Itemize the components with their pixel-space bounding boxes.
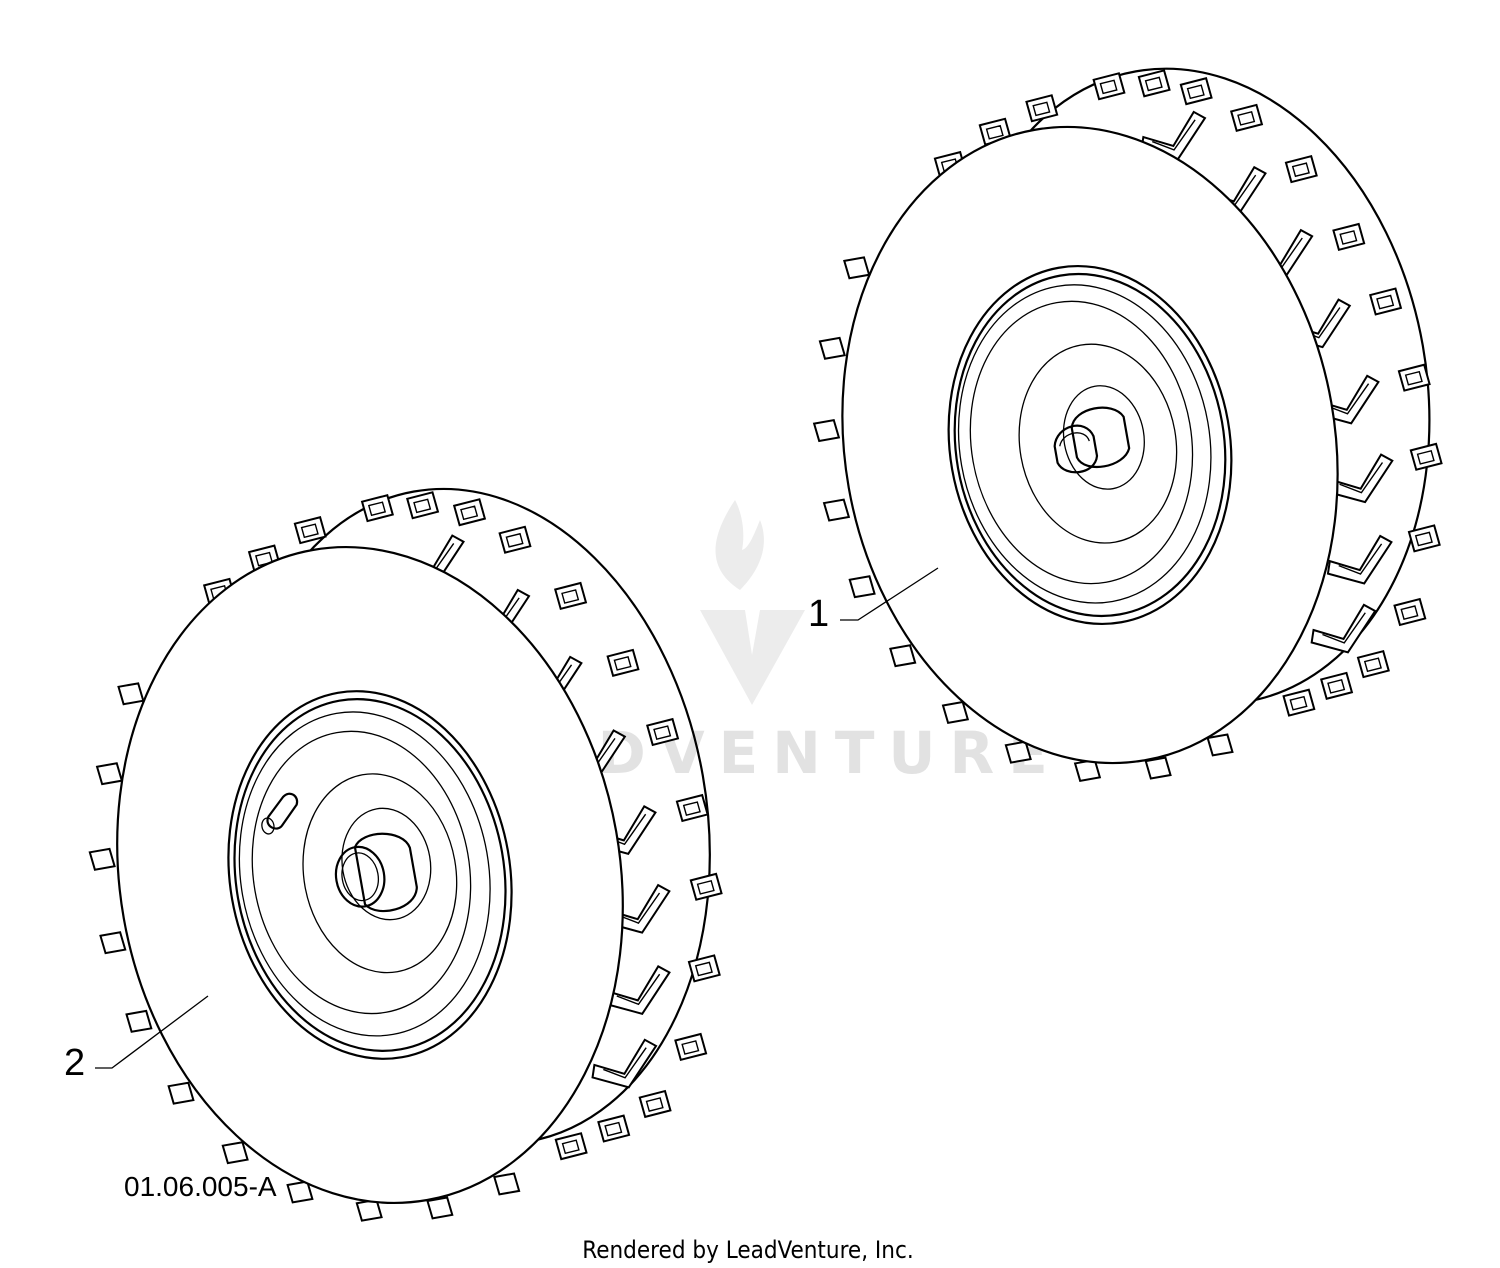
wheel-with-valve-stem-icon bbox=[88, 487, 723, 1223]
credit-text: Rendered by LeadVenture, Inc. bbox=[582, 1236, 913, 1264]
callout-2-label: 2 bbox=[64, 1042, 85, 1084]
valve-stem-icon bbox=[261, 792, 299, 835]
wheel-1: 1 bbox=[808, 67, 1443, 783]
callout-1-leader bbox=[840, 567, 939, 621]
flame-logo-icon bbox=[700, 500, 805, 705]
wheel-with-keyed-hub-icon bbox=[813, 67, 1443, 783]
drawing-id: 01.06.005-A bbox=[124, 1171, 277, 1202]
callout-1-label: 1 bbox=[808, 593, 829, 635]
wheel-2: 2 bbox=[64, 487, 723, 1223]
callout-2-leader bbox=[95, 995, 209, 1069]
